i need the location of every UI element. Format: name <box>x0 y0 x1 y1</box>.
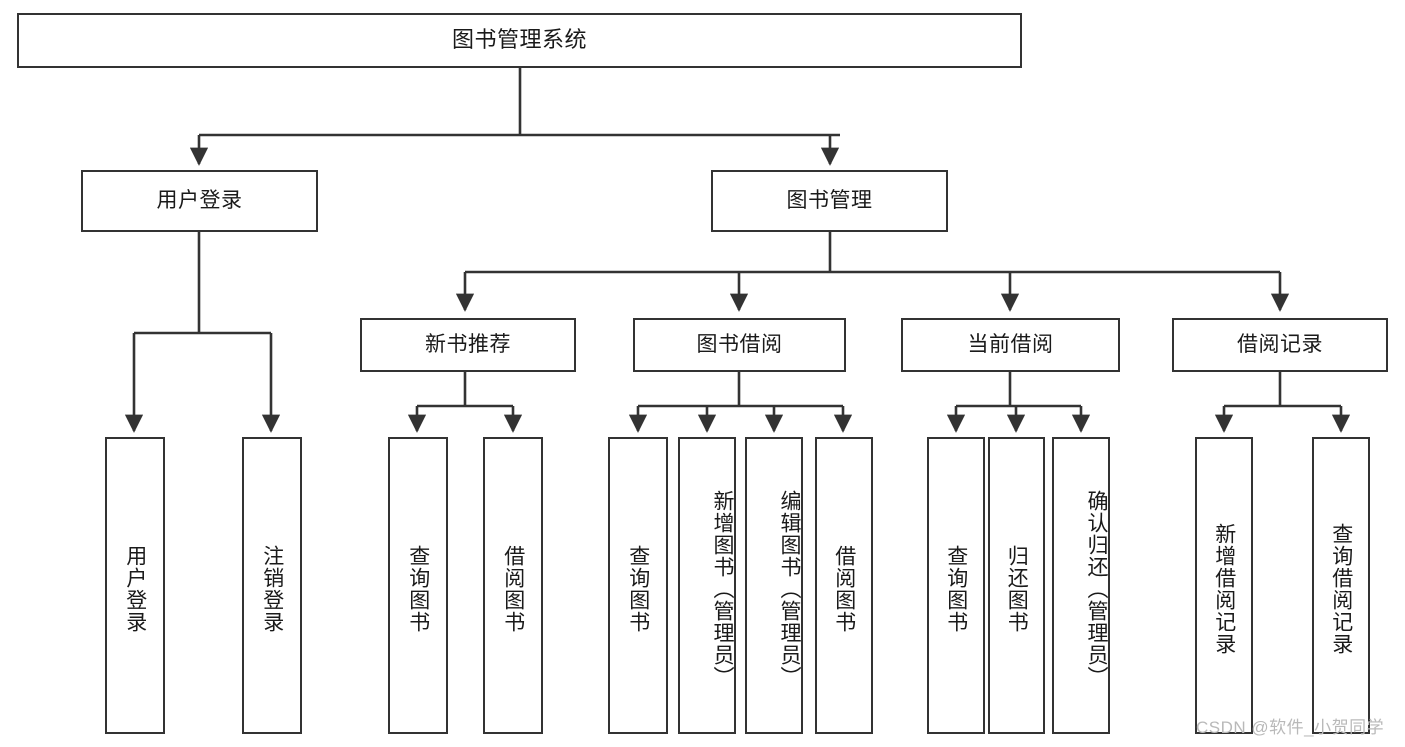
node-leaf-query-book-2-label: 查询图书 <box>626 544 650 633</box>
node-leaf-borrow-book-1[interactable]: 借阅图书 <box>483 437 543 734</box>
node-leaf-query-book-1[interactable]: 查询图书 <box>388 437 448 734</box>
node-borrow-record-label: 借阅记录 <box>1237 333 1323 357</box>
node-book-borrow-label: 图书借阅 <box>696 333 783 357</box>
node-leaf-user-login-label: 用户登录 <box>123 544 147 633</box>
node-user-login-label: 用户登录 <box>156 189 243 213</box>
node-new-book-recommend-label: 新书推荐 <box>425 333 511 357</box>
node-user-login[interactable]: 用户登录 <box>81 170 318 232</box>
csdn-watermark: CSDN @软件_小贺同学 <box>1196 718 1385 737</box>
node-book-borrow[interactable]: 图书借阅 <box>633 318 846 372</box>
node-leaf-return-book-label: 归还图书 <box>1005 544 1029 633</box>
node-book-manage[interactable]: 图书管理 <box>711 170 948 232</box>
node-root-label: 图书管理系统 <box>451 27 587 53</box>
node-leaf-query-record[interactable]: 查询借阅记录 <box>1312 437 1370 734</box>
node-borrow-record[interactable]: 借阅记录 <box>1172 318 1388 372</box>
node-leaf-add-record-label: 新增借阅记录 <box>1212 522 1236 655</box>
node-leaf-query-book-2[interactable]: 查询图书 <box>608 437 668 734</box>
node-leaf-logout-label: 注销登录 <box>260 544 284 633</box>
node-root[interactable]: 图书管理系统 <box>17 13 1022 68</box>
node-leaf-edit-book-label: 编辑图书（管理员） <box>778 489 801 688</box>
node-leaf-query-book-3-label: 查询图书 <box>944 544 968 633</box>
node-leaf-add-book-label: 新增图书（管理员） <box>711 489 734 688</box>
node-new-book-recommend[interactable]: 新书推荐 <box>360 318 576 372</box>
node-leaf-query-book-1-label: 查询图书 <box>406 544 430 633</box>
node-leaf-borrow-book-2-label: 借阅图书 <box>832 544 856 633</box>
node-current-borrow-label: 当前借阅 <box>967 333 1054 357</box>
node-leaf-edit-book[interactable]: 编辑图书（管理员） <box>745 437 803 734</box>
node-leaf-user-login[interactable]: 用户登录 <box>105 437 165 734</box>
node-leaf-confirm-return-label: 确认归还（管理员） <box>1085 489 1108 688</box>
node-current-borrow[interactable]: 当前借阅 <box>901 318 1120 372</box>
node-leaf-return-book[interactable]: 归还图书 <box>988 437 1045 734</box>
node-book-manage-label: 图书管理 <box>786 189 873 213</box>
node-leaf-query-book-3[interactable]: 查询图书 <box>927 437 985 734</box>
node-leaf-borrow-book-1-label: 借阅图书 <box>501 544 525 633</box>
node-leaf-borrow-book-2[interactable]: 借阅图书 <box>815 437 873 734</box>
node-leaf-query-record-label: 查询借阅记录 <box>1329 522 1353 655</box>
node-leaf-add-book[interactable]: 新增图书（管理员） <box>678 437 736 734</box>
node-leaf-confirm-return[interactable]: 确认归还（管理员） <box>1052 437 1110 734</box>
node-leaf-logout[interactable]: 注销登录 <box>242 437 302 734</box>
node-leaf-add-record[interactable]: 新增借阅记录 <box>1195 437 1253 734</box>
